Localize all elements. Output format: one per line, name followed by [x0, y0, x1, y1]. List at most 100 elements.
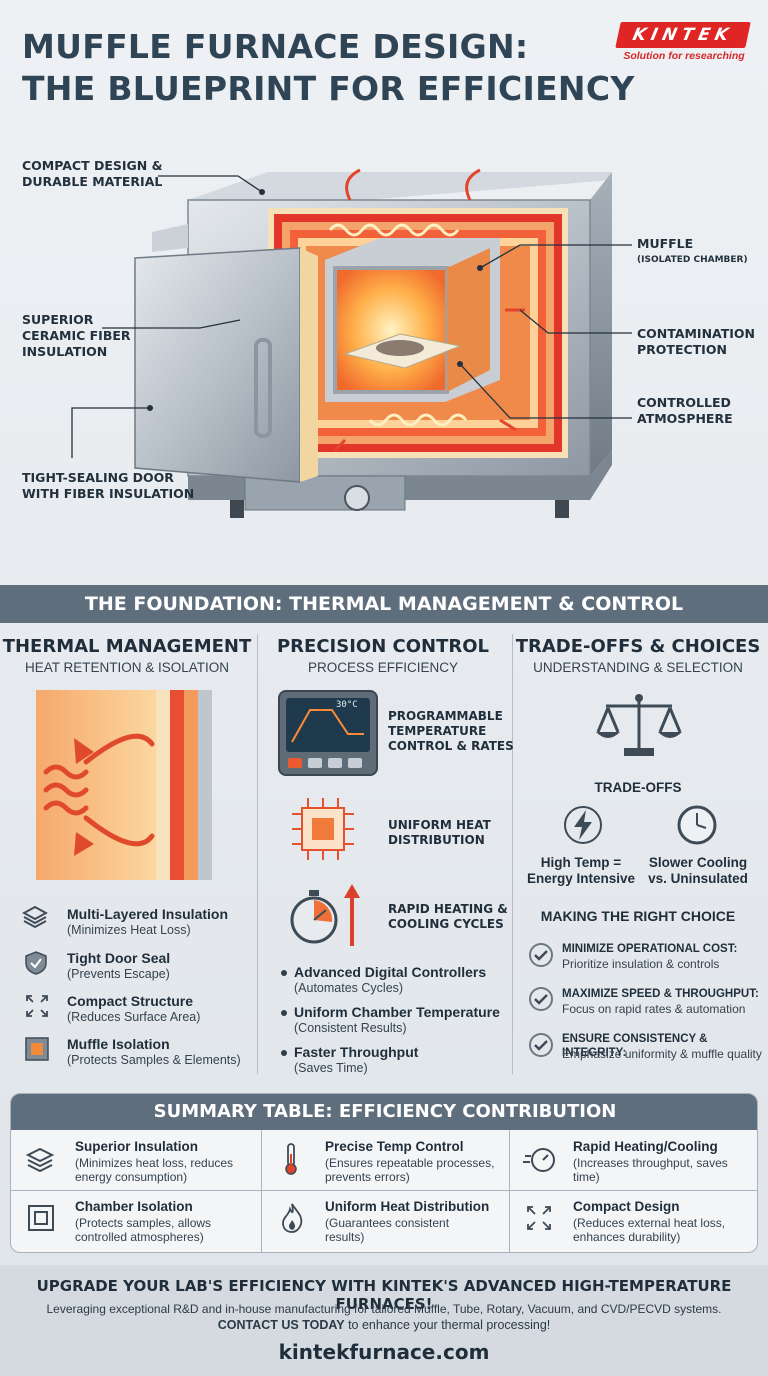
rapid-cycles-label: RAPID HEATING & COOLING CYCLES: [388, 902, 508, 932]
feature-title: Compact Structure: [67, 993, 194, 1009]
label-compact-design-line-1: COMPACT DESIGN &: [22, 158, 163, 173]
uniform-heat-line-1: UNIFORM HEAT: [388, 818, 491, 832]
summary-cell-title: Superior Insulation: [75, 1139, 199, 1154]
feature-title: Tight Door Seal: [67, 950, 171, 966]
summary-cell-sub-line-1: (Protects samples, allows: [75, 1216, 212, 1230]
footer-contact: CONTACT US TODAY to enhance your thermal…: [0, 1318, 768, 1332]
label-atmosphere-line-1: CONTROLLED: [637, 395, 731, 410]
summary-cell-title: Uniform Heat Distribution: [325, 1199, 490, 1214]
controller-panel: 30°C: [278, 690, 378, 776]
summary-cell-sub-line-1: (Ensures repeatable processes,: [325, 1156, 495, 1170]
balance-scale-icon: [596, 694, 682, 756]
logo-tagline: Solution for researching: [623, 50, 745, 62]
label-door-line-2: WITH FIBER INSULATION: [22, 486, 195, 501]
summary-cell-title: Chamber Isolation: [75, 1199, 193, 1214]
heat-retention-graphic: [36, 690, 212, 880]
temperature-profile-icon: [291, 709, 364, 743]
choice-sub: Focus on rapid rates & automation: [562, 1002, 746, 1016]
choice-sub: Emphasize uniformity & muffle quality: [562, 1047, 762, 1061]
contact-us-link[interactable]: CONTACT US TODAY: [217, 1318, 345, 1332]
label-muffle-sub: (ISOLATED CHAMBER): [637, 255, 748, 265]
choice-heading: MAKING THE RIGHT CHOICE: [540, 908, 736, 924]
summary-col-divider: [509, 1130, 510, 1252]
bullet-sub: (Consistent Results): [294, 1021, 407, 1035]
label-atmosphere: CONTROLLED ATMOSPHERE: [637, 395, 733, 427]
feature-sub: (Reduces Surface Area): [67, 1010, 201, 1024]
feature-title: Muffle Isolation: [67, 1036, 170, 1052]
website-link[interactable]: kintekfurnace.com: [278, 1340, 490, 1364]
label-door-line-1: TIGHT-SEALING DOOR: [22, 470, 174, 485]
footer-cta: UPGRADE YOUR LAB'S EFFICIENCY WITH KINTE…: [36, 1277, 732, 1313]
tradeoff-item-line-2: vs. Uninsulated: [648, 871, 748, 886]
summary-cell-sub-line-1: (Minimizes heat loss, reduces: [75, 1156, 234, 1170]
summary-cell-sub: (Increases throughput, saves time): [573, 1156, 728, 1184]
controller-button[interactable]: [308, 758, 322, 768]
bullet-title: Advanced Digital Controllers: [294, 964, 487, 980]
summary-cell-sub: (Minimizes heat loss, reduces energy con…: [75, 1156, 233, 1184]
summary-col-divider: [261, 1130, 262, 1252]
bullet-sub: (Automates Cycles): [294, 981, 404, 995]
label-atmosphere-line-2: ATMOSPHERE: [637, 411, 733, 426]
tradeoff-item-line-2: Energy Intensive: [526, 871, 636, 886]
bullet-dot: [281, 970, 287, 976]
label-ceramic-line-3: INSULATION: [22, 344, 108, 359]
summary-cell-sub-line-1: (Reduces external heat loss,: [573, 1216, 726, 1230]
summary-cell-sub: (Ensures repeatable processes, prevents …: [325, 1156, 494, 1184]
tradeoff-item-line-1: Slower Cooling: [648, 855, 748, 870]
check-circle-icon: [529, 943, 553, 967]
choice-title: MAXIMIZE SPEED & THROUGHPUT:: [562, 988, 759, 1000]
programmable-line-3: CONTROL & RATES: [388, 739, 514, 753]
feature-sub: (Minimizes Heat Loss): [67, 923, 191, 937]
summary-cell-sub-line-2: controlled atmospheres): [75, 1230, 204, 1244]
feature-sub: (Prevents Escape): [67, 967, 170, 981]
controller-button[interactable]: [288, 758, 302, 768]
controller-button[interactable]: [328, 758, 342, 768]
rapid-cycles-line-1: RAPID HEATING &: [388, 902, 508, 916]
chamber-frame-icon: [28, 1205, 54, 1231]
feature-sub: (Protects Samples & Elements): [67, 1053, 241, 1067]
footer: UPGRADE YOUR LAB'S EFFICIENCY WITH KINTE…: [0, 1265, 768, 1376]
summary-cell-sub-line-2: prevents errors): [325, 1170, 410, 1184]
thermal-subtitle: HEAT RETENTION & ISOLATION: [24, 660, 230, 675]
choice-title: MINIMIZE OPERATIONAL COST:: [562, 943, 738, 955]
summary-cell-sub-line-2: results): [325, 1230, 365, 1244]
summary-cell-sub-line-1: (Increases throughput, saves: [573, 1156, 728, 1170]
muffle-chamber-icon: [25, 1037, 49, 1061]
label-ceramic-line-2: CERAMIC FIBER: [22, 328, 131, 343]
summary-cell-sub-line-2: enhances durability): [573, 1230, 681, 1244]
tradeoffs-subtitle: UNDERSTANDING & SELECTION: [533, 660, 743, 675]
summary-cell-sub: (Guarantees consistent results): [325, 1216, 449, 1244]
uniform-heat-icon: [292, 798, 354, 860]
page-title-line-1: MUFFLE FURNACE DESIGN:: [22, 27, 529, 66]
uniform-heat-label: UNIFORM HEAT DISTRIBUTION: [388, 818, 491, 848]
page-title-line-2: THE BLUEPRINT FOR EFFICIENCY: [22, 69, 635, 108]
thermal-title: THERMAL MANAGEMENT: [2, 636, 252, 657]
feature-title: Multi-Layered Insulation: [67, 906, 229, 922]
fast-stopwatch-icon: [523, 1148, 555, 1172]
flame-icon: [282, 1203, 303, 1233]
programmable-line-1: PROGRAMMABLE: [388, 709, 503, 723]
compress-arrows-icon: [527, 1206, 551, 1230]
check-circle-icon: [529, 987, 553, 1011]
summary-table: SUMMARY TABLE: EFFICIENCY CONTRIBUTION S…: [10, 1093, 758, 1253]
layers-icon: [22, 905, 48, 929]
programmable-label: PROGRAMMABLE TEMPERATURE CONTROL & RATES: [388, 709, 514, 754]
label-contamination-line-2: PROTECTION: [637, 342, 727, 357]
label-muffle-title: MUFFLE: [637, 236, 694, 251]
precision-title: PRECISION CONTROL: [276, 636, 490, 657]
bullet-dot: [281, 1050, 287, 1056]
check-circle-icon: [529, 1033, 553, 1057]
thermometer-icon: [285, 1143, 297, 1175]
summary-row-divider: [11, 1190, 757, 1191]
tradeoffs-label: TRADE-OFFS: [594, 780, 682, 795]
precision-subtitle: PROCESS EFFICIENCY: [307, 660, 459, 675]
stopwatch-icon: [290, 884, 360, 946]
clock-icon: [677, 805, 717, 845]
lightning-icon: [564, 806, 602, 844]
controller-button[interactable]: [348, 758, 362, 768]
kintek-logo[interactable]: KINTEK: [615, 22, 751, 48]
summary-cell-title: Rapid Heating/Cooling: [573, 1139, 718, 1154]
column-divider-1: [257, 634, 258, 1074]
label-contamination-line-1: CONTAMINATION: [637, 326, 756, 341]
controller-readout: 30°C: [336, 700, 358, 710]
